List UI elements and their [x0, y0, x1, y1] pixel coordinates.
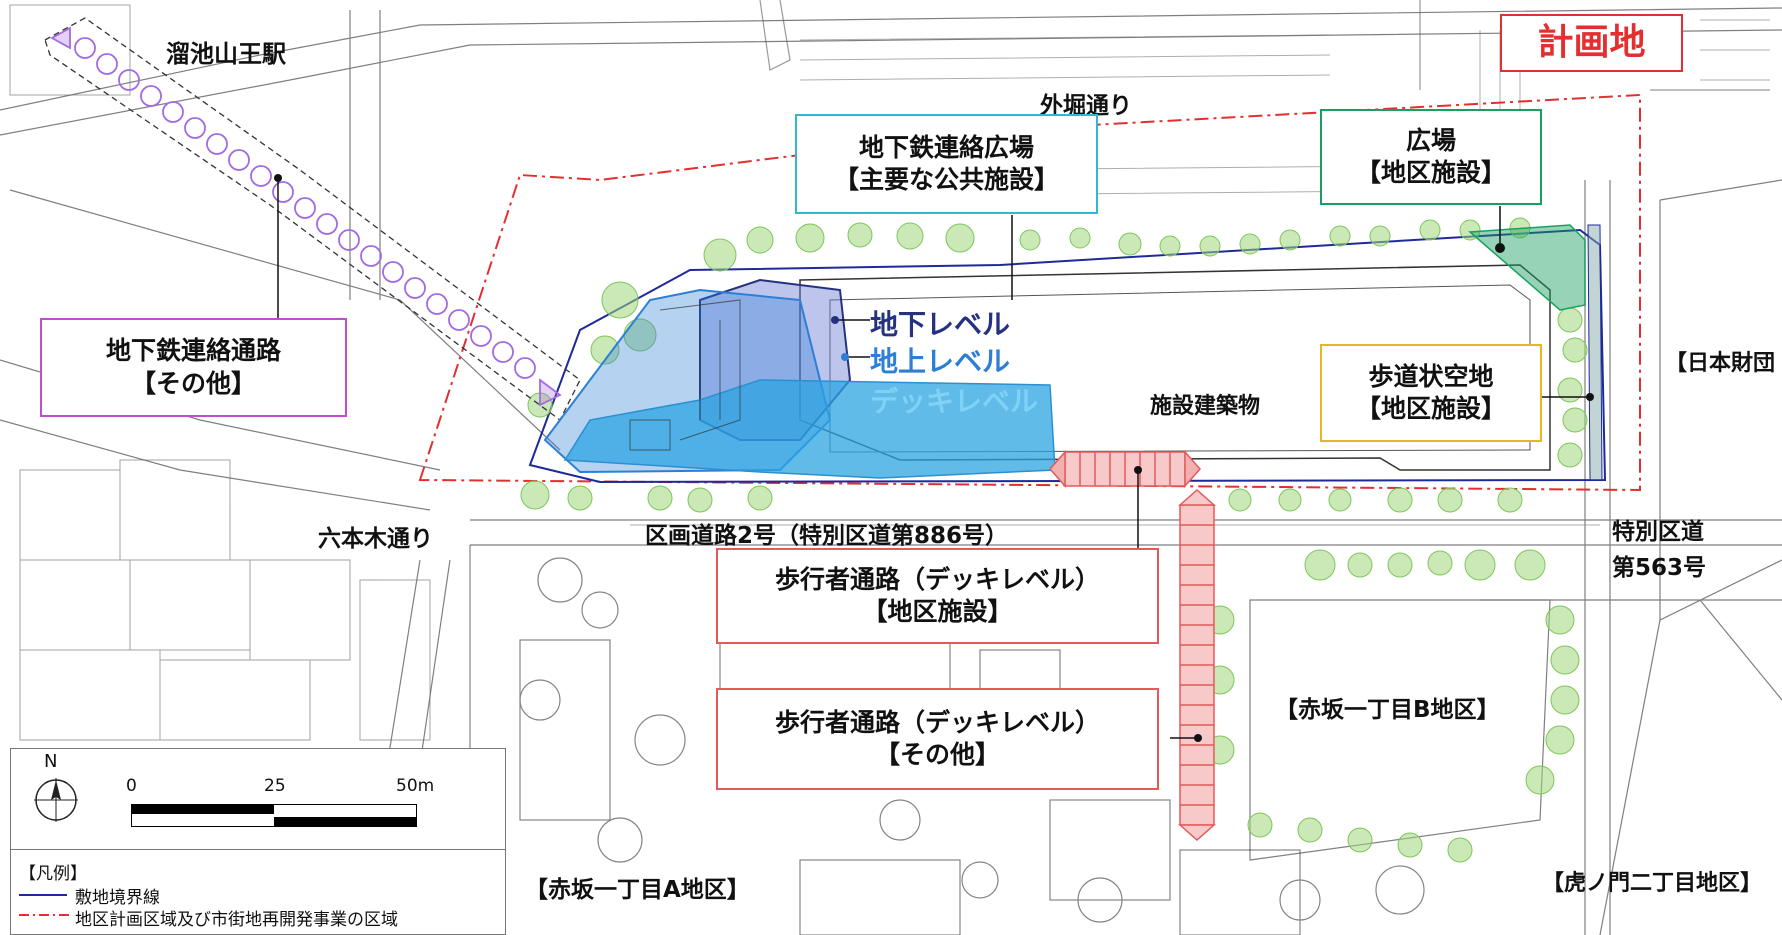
- subway-passage-outline: [44, 17, 581, 421]
- akasaka-b-district-label: 【赤坂一丁目B地区】: [1275, 697, 1500, 723]
- site-boundary-legend-label: 敷地境界線: [75, 888, 160, 908]
- pedestrian-deck-other-callout: 歩行者通路（デッキレベル） 【その他】: [716, 688, 1159, 790]
- sidewalk-space-title: 歩道状空地: [1368, 361, 1494, 391]
- road-563-label-line2: 第563号: [1612, 555, 1707, 581]
- legend-panel: N 0 25 50m 【凡例】 敷地境界線 地区計画区域及び市街地再開発事業の区…: [10, 748, 506, 935]
- road-lines: [0, 7, 1782, 935]
- district-area-legend-label: 地区計画区域及び市街地再開発事業の区域: [75, 910, 398, 930]
- sidewalk-space-strip: [1587, 224, 1603, 481]
- site-boundary-swatch: [19, 894, 67, 896]
- site-title: 計画地: [1537, 21, 1646, 63]
- sidewalk-space-callout: 歩道状空地 【地区施設】: [1320, 344, 1542, 442]
- subway-passage-category: 【その他】: [130, 368, 256, 398]
- road-563-label-line1: 特別区道: [1612, 519, 1704, 545]
- road-886-label: 区画道路2号（特別区道第886号）: [645, 523, 1009, 549]
- legend-divider: [11, 849, 505, 850]
- sidewalk-space-category: 【地区施設】: [1355, 394, 1506, 423]
- deck-level-area: [563, 379, 1056, 479]
- deck-level-label: デッキレベル: [870, 385, 1039, 418]
- plaza-title: 広場: [1405, 125, 1456, 155]
- pedestrian-deck-facility-title: 歩行者通路（デッキレベル）: [774, 564, 1100, 594]
- subway-passage-title: 地下鉄連絡通路: [105, 336, 281, 365]
- plaza-callout: 広場 【地区施設】: [1320, 109, 1542, 205]
- pedestrian-deck-east-west: [1048, 450, 1202, 488]
- station-label: 溜池山王駅: [166, 40, 286, 68]
- building-structure: [629, 299, 741, 451]
- scale-bar-second-half: [274, 817, 417, 827]
- toranomon-district-label: 【虎ノ門二丁目地区】: [1542, 871, 1763, 896]
- pedestrian-deck-other-category: 【その他】: [874, 740, 1000, 769]
- scale-bar-frame: [131, 804, 417, 827]
- pedestrian-deck-facility-callout: 歩行者通路（デッキレベル） 【地区施設】: [716, 548, 1159, 644]
- north-label: N: [44, 751, 58, 772]
- pedestrian-deck-north-south: [1178, 488, 1216, 842]
- facility-building-label: 施設建築物: [1150, 394, 1261, 419]
- roppongi-street-label: 六本木通り: [318, 526, 433, 552]
- subway-plaza-title: 地下鉄連絡広場: [858, 132, 1034, 162]
- subway-plaza-callout: 地下鉄連絡広場 【主要な公共施設】: [795, 114, 1098, 214]
- ground-level-label: 地上レベル: [870, 345, 1011, 378]
- nippon-zaidan-label: 【日本財団: [1665, 351, 1776, 376]
- scale-25-label: 25: [264, 776, 286, 796]
- pedestrian-deck-other-title: 歩行者通路（デッキレベル）: [774, 707, 1100, 737]
- scale-0-label: 0: [126, 776, 137, 796]
- pedestrian-deck-facility-category: 【地区施設】: [862, 597, 1013, 626]
- leader-dots: [274, 174, 1594, 742]
- north-arrow-icon: [34, 778, 78, 822]
- scale-bar-first-half: [131, 804, 274, 814]
- site-title-box: 計画地: [1500, 14, 1683, 72]
- district-area-swatch: [19, 914, 69, 916]
- underground-level-label: 地下レベル: [870, 308, 1011, 341]
- scale-50-label: 50m: [396, 776, 435, 796]
- subway-passage-circles: [50, 26, 562, 407]
- subway-plaza-category: 【主要な公共施設】: [833, 165, 1059, 194]
- plaza-category: 【地区施設】: [1355, 158, 1506, 187]
- legend-heading: 【凡例】: [19, 864, 87, 884]
- akasaka-a-district-label: 【赤坂一丁目A地区】: [525, 877, 750, 903]
- north-buildings: [759, 0, 1770, 91]
- leader-lines: [277, 178, 1590, 739]
- subway-passage-callout: 地下鉄連絡通路 【その他】: [40, 318, 347, 417]
